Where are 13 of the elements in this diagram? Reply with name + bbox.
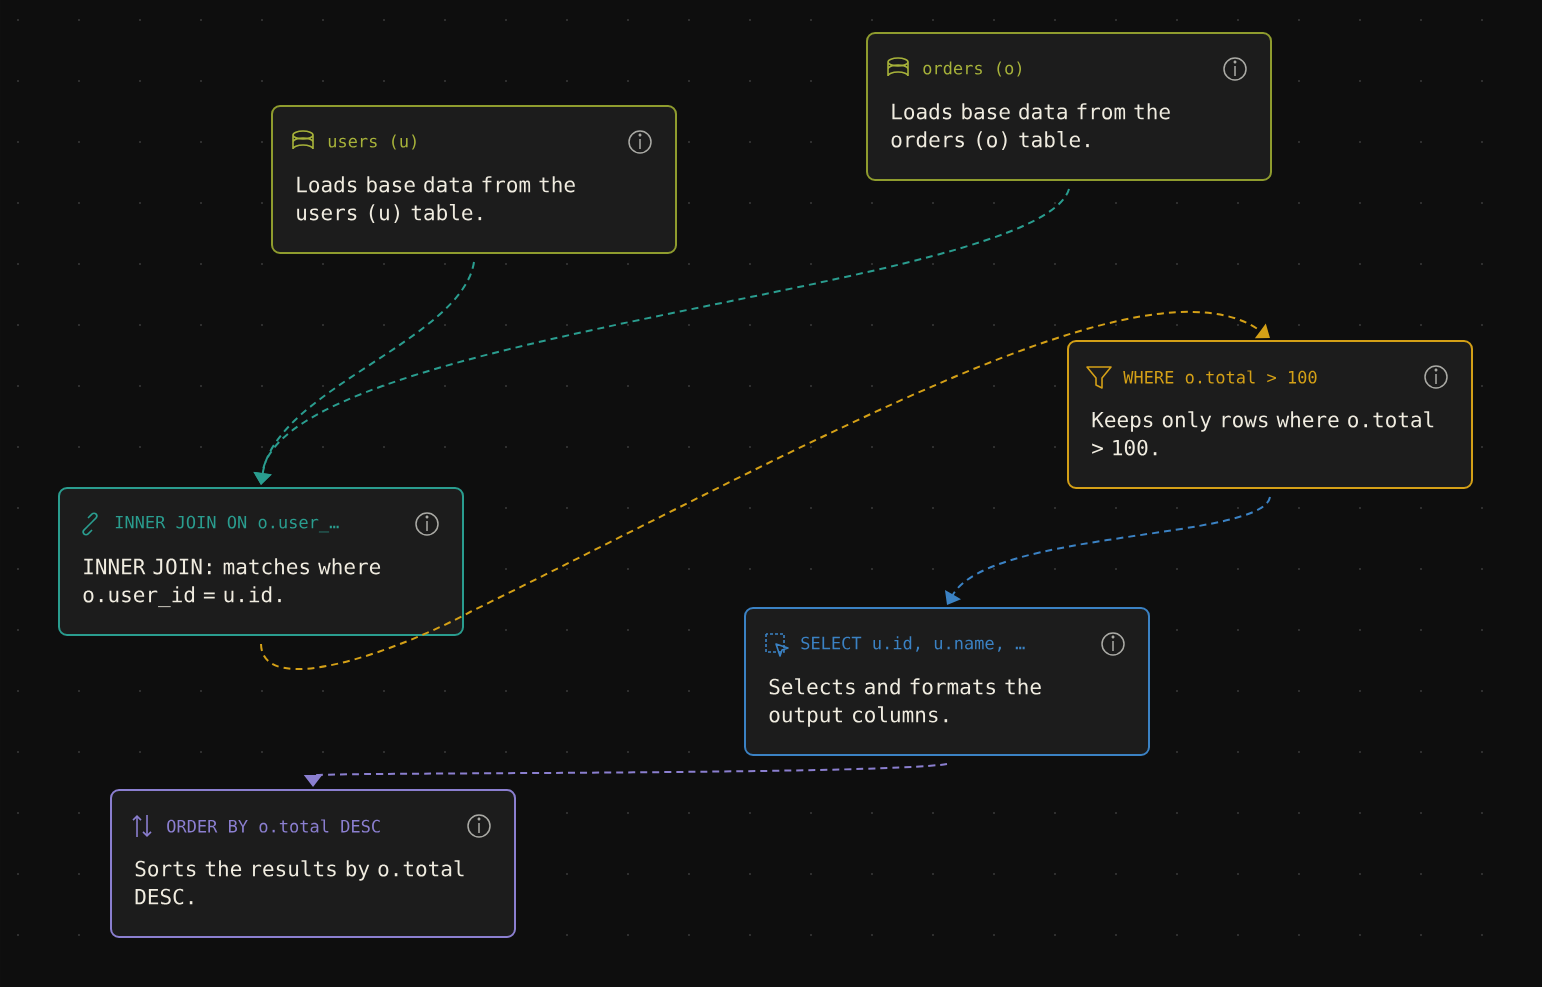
node-description: Loads base data from the orders (o) table. <box>891 103 1170 150</box>
node-description: Loads base data from the users (u) table. <box>297 176 575 223</box>
node-title: ORDER BY o.total DESC <box>167 819 380 833</box>
node-title: SELECT u.id, u.name, … <box>801 636 1025 652</box>
node-title: users (u) <box>328 134 416 150</box>
node-title: orders (o) <box>923 61 1021 77</box>
node-title: INNER JOIN ON o.user_… <box>115 515 339 533</box>
node-description: Keeps only rows where o.total > 100. <box>1092 411 1434 456</box>
node-description: Sorts the results by o.total DESC. <box>135 860 464 905</box>
node-description: Selects and formats the output columns. <box>769 678 1041 727</box>
arrow <box>260 310 1270 671</box>
node-title: WHERE o.total > 100 <box>1123 370 1317 384</box>
node-description: INNER JOIN: matches where o.user_id = u.id. <box>83 558 381 608</box>
